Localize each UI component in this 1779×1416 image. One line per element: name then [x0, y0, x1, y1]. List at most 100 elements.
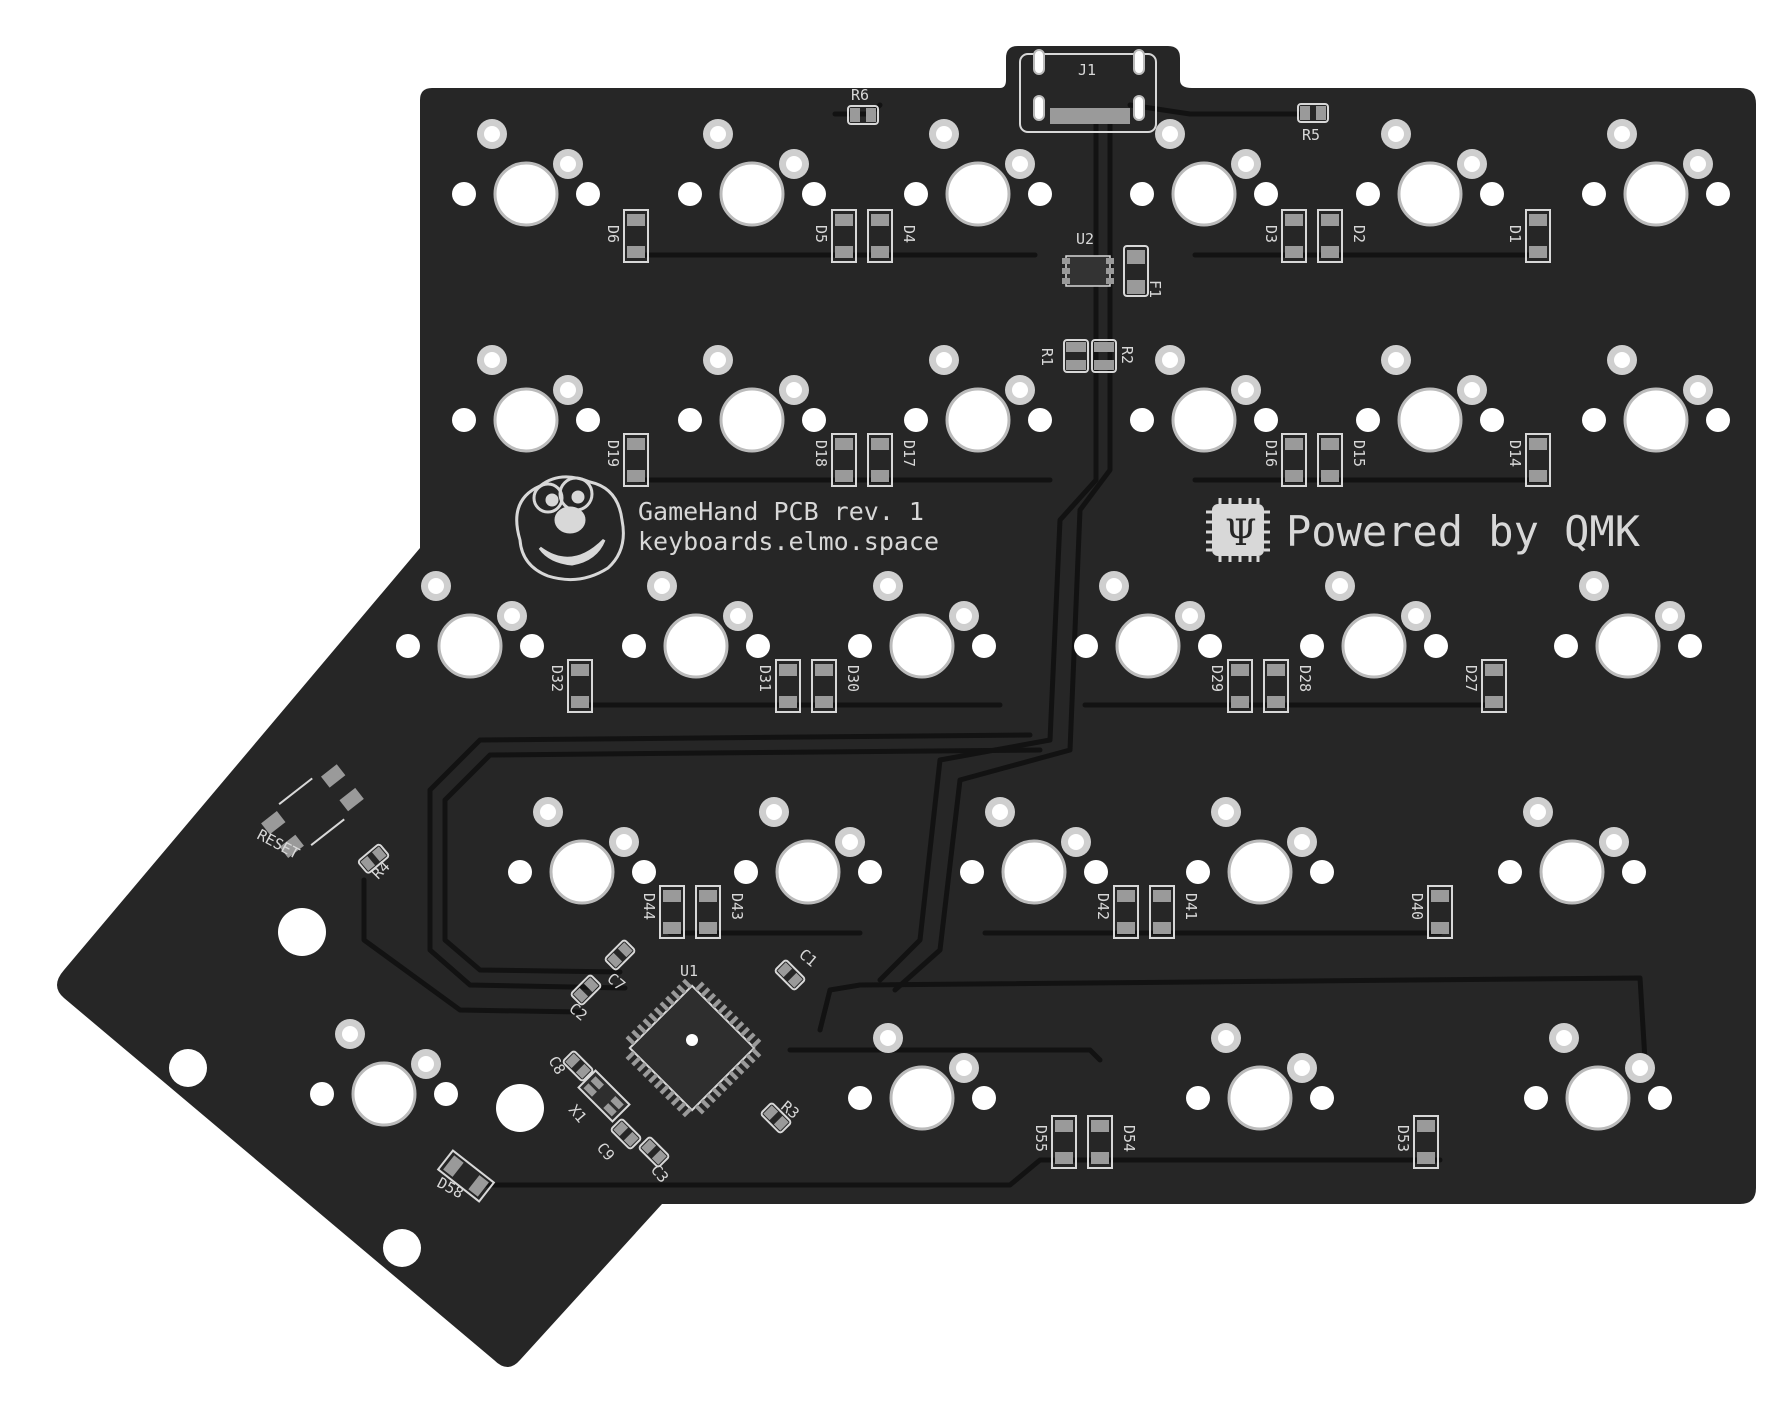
- key-switch-footprint: [848, 571, 996, 679]
- label-d17: D17: [900, 440, 918, 467]
- diode-footprint: [1413, 1115, 1439, 1169]
- label-d27: D27: [1462, 665, 1480, 692]
- label-d3: D3: [1262, 225, 1280, 243]
- key-switch-footprint: [904, 345, 1052, 453]
- mcu-u1: U1: [625, 962, 762, 1118]
- key-switch-footprint: [1582, 119, 1730, 227]
- label-d42: D42: [1094, 893, 1112, 920]
- key-switch-footprint: [1074, 571, 1222, 679]
- diode-footprint: [1051, 1115, 1077, 1169]
- key-switch-footprint: [1130, 345, 1278, 453]
- label-d44: D44: [640, 893, 658, 920]
- diode-footprint: [436, 1149, 496, 1203]
- label-d18: D18: [812, 440, 830, 467]
- component-r6: R6: [847, 86, 879, 125]
- label-d41: D41: [1182, 893, 1200, 920]
- board-url: keyboards.elmo.space: [638, 527, 939, 556]
- label-d29: D29: [1208, 665, 1226, 692]
- diode-footprint: [695, 885, 721, 939]
- diode-footprint: [623, 433, 649, 487]
- key-switch-footprint: [310, 1019, 458, 1127]
- key-switch-footprint: [678, 119, 826, 227]
- key-switch-footprint: [1498, 797, 1646, 905]
- key-switch-footprint: [1582, 345, 1730, 453]
- key-switch-footprint: [1186, 797, 1334, 905]
- diode-footprints: [436, 209, 1551, 1203]
- label-d40: D40: [1408, 893, 1426, 920]
- usb-connector-j1: J1: [1019, 49, 1157, 133]
- diode-footprint: [811, 659, 837, 713]
- label-d55: D55: [1032, 1125, 1050, 1152]
- diode-footprint: [867, 433, 893, 487]
- key-switch-footprint: [1356, 119, 1504, 227]
- label-d43: D43: [728, 893, 746, 920]
- label-d2: D2: [1350, 225, 1368, 243]
- label-r2: R2: [1118, 346, 1136, 364]
- diode-footprint: [1281, 433, 1307, 487]
- diode-footprint: [1317, 209, 1343, 263]
- label-d31: D31: [756, 665, 774, 692]
- label-d1: D1: [1506, 225, 1524, 243]
- key-switch-footprint: [452, 119, 600, 227]
- label-d16: D16: [1262, 440, 1280, 467]
- mounting-holes: [169, 908, 544, 1267]
- label-d32: D32: [548, 665, 566, 692]
- diode-footprint: [623, 209, 649, 263]
- label-d30: D30: [844, 665, 862, 692]
- key-switch-footprint: [452, 345, 600, 453]
- label-f1: F1: [1146, 280, 1164, 298]
- diode-footprint: [1087, 1115, 1113, 1169]
- diode-footprint: [1481, 659, 1507, 713]
- svg-text:Ψ: Ψ: [1225, 513, 1257, 554]
- key-switch-footprint: [904, 119, 1052, 227]
- key-switch-footprint: [622, 571, 770, 679]
- label-d15: D15: [1350, 440, 1368, 467]
- component-r1-r2: R1 R2: [1038, 339, 1136, 373]
- psi-chip-icon: Ψ: [1206, 498, 1270, 562]
- key-switch-footprint: [960, 797, 1108, 905]
- component-f1: F1: [1123, 245, 1164, 298]
- component-r5: R5: [1297, 103, 1329, 144]
- label-d53: D53: [1394, 1125, 1412, 1152]
- diode-footprint: [867, 209, 893, 263]
- label-u1: U1: [680, 962, 698, 980]
- component-u2: U2: [1062, 230, 1114, 287]
- diode-footprint: [659, 885, 685, 939]
- board-title: GameHand PCB rev. 1: [638, 497, 924, 526]
- key-switch-footprint: [1300, 571, 1448, 679]
- diode-footprint: [567, 659, 593, 713]
- diode-footprint: [1317, 433, 1343, 487]
- key-switch-footprint: [734, 797, 882, 905]
- elmo-mascot-icon: [515, 475, 625, 582]
- label-d6: D6: [604, 225, 622, 243]
- key-switch-footprint: [396, 571, 544, 679]
- key-switch-footprint: [1356, 345, 1504, 453]
- label-d5: D5: [812, 225, 830, 243]
- diode-footprint: [775, 659, 801, 713]
- key-switch-footprint: [1554, 571, 1702, 679]
- diode-footprint: [1113, 885, 1139, 939]
- label-d19: D19: [604, 440, 622, 467]
- qmk-text: Powered by QMK: [1286, 507, 1641, 556]
- label-d4: D4: [900, 225, 918, 243]
- diode-footprint: [1525, 433, 1551, 487]
- key-switch-footprint: [1186, 1023, 1334, 1131]
- key-switch-footprint: [1524, 1023, 1672, 1131]
- label-d14: D14: [1506, 440, 1524, 467]
- diode-footprint: [831, 433, 857, 487]
- key-switch-footprint: [848, 1023, 996, 1131]
- diode-footprint: [1149, 885, 1175, 939]
- label-d54: D54: [1120, 1125, 1138, 1152]
- diode-footprint: [831, 209, 857, 263]
- diode-footprint: [1227, 659, 1253, 713]
- diode-footprint: [1263, 659, 1289, 713]
- label-r1: R1: [1038, 348, 1056, 366]
- key-switch-footprint: [678, 345, 826, 453]
- diode-labels: D6 D5 D4 D3 D2 D1 D19 D18 D17 D16 D15 D1…: [434, 225, 1524, 1202]
- key-switch-footprint: [1130, 119, 1278, 227]
- key-switch-footprint: [508, 797, 656, 905]
- diode-footprint: [1427, 885, 1453, 939]
- label-r6: R6: [851, 86, 869, 104]
- label-r5: R5: [1302, 126, 1320, 144]
